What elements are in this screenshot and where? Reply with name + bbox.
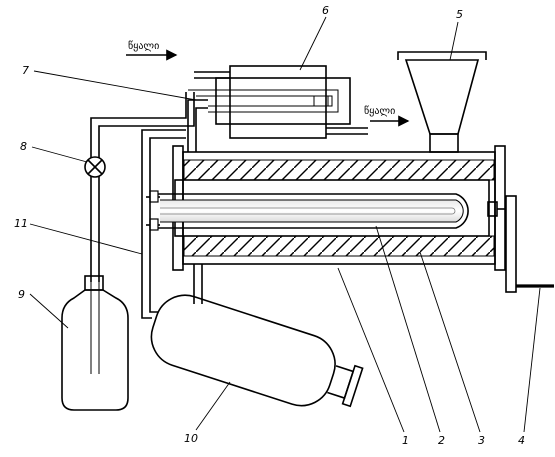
vapor-pipe [187,89,208,152]
condenser [196,65,351,139]
end-cap-shaft [487,195,554,293]
label-1: 1 [402,434,409,447]
collection-bottle [61,275,129,411]
label-9: 9 [18,288,25,301]
heating-element [146,190,469,231]
label-4: 4 [518,434,525,447]
label-3: 3 [478,434,485,447]
hopper [397,51,487,153]
label-2: 2 [438,434,445,447]
leader-lines [29,16,541,433]
receiver-line [141,129,186,319]
receiver-vessel [150,294,364,408]
label-8: 8 [20,140,27,153]
callout-labels: 1 2 3 4 5 6 7 8 11 9 10 [14,4,525,447]
valve [84,156,106,178]
water-outlet-label: წყალი [364,105,395,117]
water-inlet: წყალი [126,40,230,79]
label-11: 11 [14,217,28,230]
label-10: 10 [184,432,198,445]
water-inlet-label: წყალი [128,40,159,52]
label-6: 6 [322,4,329,17]
water-outlet: წყალი [326,105,410,135]
label-7: 7 [22,64,29,77]
gas-line [90,92,195,282]
label-5: 5 [456,8,463,21]
